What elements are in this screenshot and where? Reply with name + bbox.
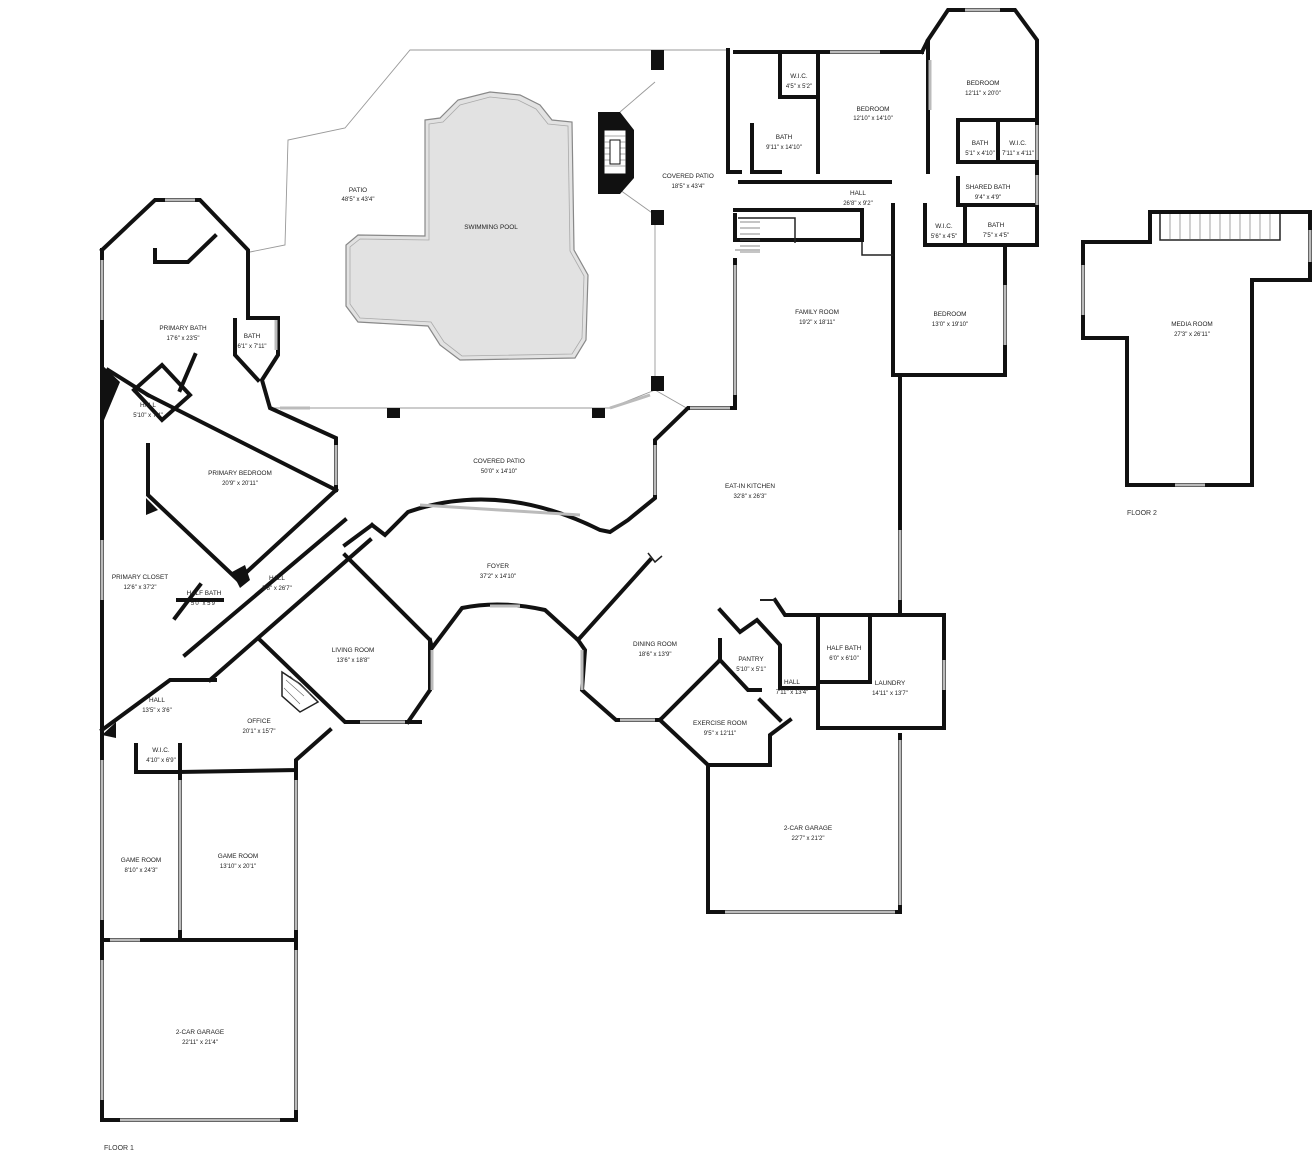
room-name: LIVING ROOM (332, 647, 375, 654)
room-name: 2-CAR GARAGE (784, 825, 832, 832)
room-name: HALL (269, 575, 285, 582)
room-name: MEDIA ROOM (1171, 321, 1213, 328)
room-dims: 22'7" x 21'2" (792, 836, 825, 842)
room-name: W.I.C. (152, 747, 170, 754)
room-dims: 6'0" x 6'10" (829, 656, 859, 662)
room-dims: 20'9" x 20'11" (222, 481, 258, 487)
room-dims: 18'6" x 13'9" (639, 652, 672, 658)
swimming-pool-shape (345, 91, 589, 361)
room-dims: 17'6" x 23'5" (167, 336, 200, 342)
room-name: PRIMARY BEDROOM (208, 470, 272, 477)
room-name: EAT-IN KITCHEN (725, 483, 775, 490)
room-name: HALF BATH (187, 590, 222, 597)
floor-2-walls (1081, 210, 1312, 487)
room-name: SWIMMING POOL (464, 224, 518, 231)
room-name: GAME ROOM (218, 853, 258, 860)
patio-columns (387, 50, 664, 418)
room-dims: 8'10" x 24'3" (125, 868, 158, 874)
room-labels: PATIO 48'5" x 43'4" SWIMMING POOL COVERE… (112, 73, 1213, 1046)
room-dims: 13'5" x 3'6" (142, 708, 172, 714)
room-name: COVERED PATIO (662, 173, 714, 180)
room-name: GAME ROOM (121, 857, 161, 864)
room-dims: 4'10" x 6'9" (146, 758, 176, 764)
room-dims: 27'3" x 26'11" (1174, 332, 1210, 338)
room-name: PANTRY (738, 656, 764, 663)
room-dims: 37'2" x 14'10" (480, 574, 516, 580)
room-dims: 13'6" x 18'8" (337, 658, 370, 664)
room-name: BATH (776, 134, 793, 141)
room-dims: 20'1" x 15'7" (243, 729, 276, 735)
room-dims: 6'1" x 7'11" (237, 344, 266, 350)
room-name: HALL (850, 190, 866, 197)
floor-1-details (102, 217, 893, 738)
room-name: HALL (784, 679, 800, 686)
room-dims: 7'5" x 4'5" (983, 233, 1009, 239)
room-name: COVERED PATIO (473, 458, 525, 465)
room-dims: 7'11" x 13'4" (776, 690, 808, 696)
room-name: LAUNDRY (875, 680, 906, 687)
room-dims: 5'10" x 7'4" (133, 413, 163, 419)
room-name: PATIO (349, 187, 367, 194)
room-dims: 48'5" x 43'4" (342, 197, 375, 203)
room-dims: 14'11" x 13'7" (872, 691, 908, 697)
room-dims: 12'10" x 14'10" (853, 116, 893, 122)
room-dims: 50'0" x 14'10" (481, 469, 517, 475)
room-dims: 22'11" x 21'4" (182, 1040, 218, 1046)
room-dims: 9'5" x 12'11" (704, 731, 736, 737)
room-dims: 4'5" x 5'2" (786, 84, 812, 90)
room-name: BATH (988, 222, 1005, 229)
room-dims: 5'10" x 5'1" (736, 667, 766, 673)
room-name: W.I.C. (790, 73, 808, 80)
room-name: BATH (972, 140, 989, 147)
room-dims: 19'2" x 18'11" (799, 320, 835, 326)
room-dims: 7'11" x 4'11" (1002, 151, 1034, 157)
room-dims: 32'8" x 26'3" (734, 494, 767, 500)
room-name: PRIMARY CLOSET (112, 574, 168, 581)
room-dims: 13'0" x 19'10" (932, 322, 968, 328)
room-name: W.I.C. (1009, 140, 1027, 147)
floor-2-label: FLOOR 2 (1127, 510, 1157, 517)
room-dims: 9'11" x 14'10" (766, 145, 802, 151)
room-dims: 12'11" x 20'0" (965, 91, 1001, 97)
room-name: SHARED BATH (966, 184, 1011, 191)
room-name: HALL (149, 697, 165, 704)
room-dims: 5'0" x 5'9" (191, 601, 217, 607)
room-name: BEDROOM (966, 80, 999, 87)
room-dims: 5'6" x 4'5" (931, 234, 957, 240)
room-name: EXERCISE ROOM (693, 720, 747, 727)
room-name: OFFICE (247, 718, 270, 725)
room-name: FOYER (487, 563, 509, 570)
room-dims: 5'8" x 26'7" (262, 586, 292, 592)
room-name: BEDROOM (933, 311, 966, 318)
room-dims: 26'8" x 9'2" (843, 201, 873, 207)
room-dims: 12'6" x 37'2" (124, 585, 157, 591)
room-dims: 5'1" x 4'10" (965, 151, 995, 157)
room-name: HALL (140, 402, 156, 409)
room-name: BATH (244, 333, 261, 340)
fireplace-icon (598, 112, 634, 194)
room-name: W.I.C. (935, 223, 953, 230)
room-dims: 9'4" x 4'9" (975, 195, 1001, 201)
room-dims: 18'5" x 43'4" (672, 184, 705, 190)
windows (100, 8, 1039, 1122)
room-name: DINING ROOM (633, 641, 677, 648)
room-name: HALF BATH (827, 645, 862, 652)
room-name: PRIMARY BATH (159, 325, 207, 332)
room-name: 2-CAR GARAGE (176, 1029, 224, 1036)
room-dims: 13'10" x 20'1" (220, 864, 256, 870)
room-name: BEDROOM (856, 106, 889, 113)
floor-1-label: FLOOR 1 (104, 1145, 134, 1152)
room-name: FAMILY ROOM (795, 309, 839, 316)
